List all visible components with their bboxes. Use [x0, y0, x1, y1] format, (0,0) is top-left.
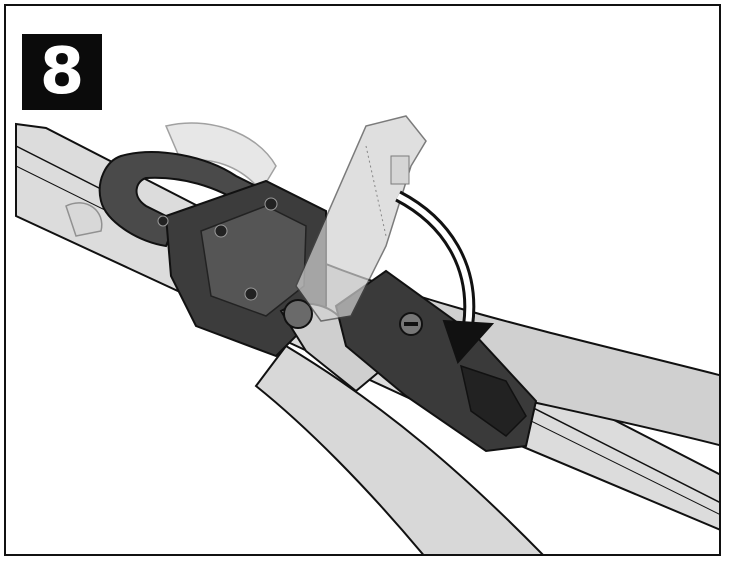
instruction-frame: 8	[4, 4, 721, 556]
ghost-lever-open	[295, 115, 427, 322]
lock-cylinder-icon[interactable]	[399, 312, 423, 336]
ghost-claw	[65, 122, 277, 237]
clamp-body	[98, 151, 388, 393]
lock-housing	[334, 269, 538, 453]
step-number-badge: 8	[22, 34, 102, 110]
bike-carrier-illustration	[15, 115, 719, 554]
rotation-arrow-icon	[395, 190, 495, 364]
